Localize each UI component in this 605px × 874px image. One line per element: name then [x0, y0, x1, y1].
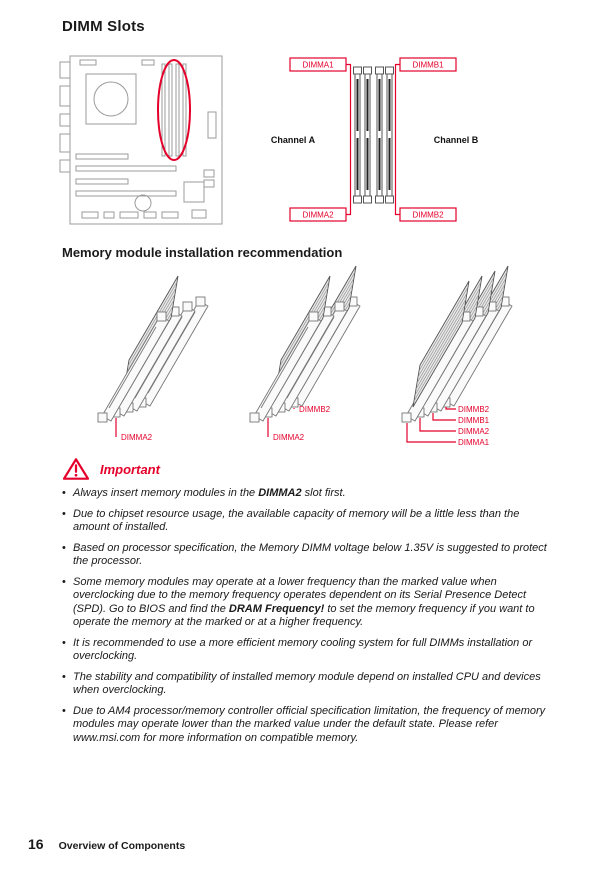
- dimm-slot-a1: [353, 66, 362, 204]
- label-dimma1: DIMMA1: [302, 61, 334, 70]
- bullet-glyph: •: [62, 541, 66, 554]
- section-heading: Memory module installation recommendatio…: [62, 245, 343, 260]
- motherboard-diagram: [59, 55, 223, 225]
- bullet-glyph: •: [62, 704, 66, 717]
- dimm-slots-highlight-ellipse: [157, 59, 191, 161]
- figure-label: DIMMB2: [458, 405, 490, 414]
- bullet-glyph: •: [62, 670, 66, 683]
- dimm-slot-b1: [375, 66, 384, 204]
- label-channel-a: Channel A: [271, 135, 316, 145]
- figure-install-four-modules: DIMMB2 DIMMB1 DIMMA2 DIMMA1: [401, 265, 513, 447]
- dimm-slot-a2: [363, 66, 372, 204]
- note-item: • It is recommended to use a more effici…: [62, 636, 533, 663]
- bullet-glyph: •: [62, 575, 66, 588]
- figure-label: DIMMB2: [299, 405, 331, 414]
- note-item: • The stability and compatibility of ins…: [62, 670, 541, 697]
- page-title: DIMM Slots: [62, 18, 145, 35]
- page-number: 16: [28, 836, 44, 852]
- figure-label: DIMMA1: [458, 438, 490, 447]
- callout-lines: [289, 57, 457, 222]
- label-dimmb2: DIMMB2: [412, 211, 444, 220]
- figure-label: DIMMA2: [458, 427, 490, 436]
- slots-3d: [110, 296, 209, 418]
- note-item: • Due to AM4 processor/memory controller…: [62, 704, 546, 744]
- dimm-slots: [353, 66, 394, 204]
- page-footer: 16 Overview of Components: [28, 836, 185, 852]
- note-item: • Always insert memory modules in the DI…: [62, 487, 346, 499]
- figure-install-one-module: DIMMA2: [97, 275, 209, 442]
- callout-lines: [406, 407, 456, 443]
- note-item: • Some memory modules may operate at a l…: [62, 575, 535, 629]
- label-dimmb1: DIMMB1: [412, 61, 444, 70]
- memory-module: [412, 280, 470, 408]
- figure-install-two-modules: DIMMB2 DIMMA2: [249, 265, 361, 442]
- bullet-glyph: •: [62, 507, 66, 520]
- callout-lines: [267, 408, 295, 437]
- bullet-glyph: •: [62, 487, 66, 499]
- figure-label: DIMMB1: [458, 416, 490, 425]
- bullet-glyph: •: [62, 636, 66, 649]
- note-item: • Based on processor specification, the …: [62, 541, 547, 568]
- slot-front: [249, 311, 322, 423]
- cpu-socket: [85, 73, 137, 125]
- label-channel-b: Channel B: [434, 135, 479, 145]
- dimm-slot-b2: [385, 66, 394, 204]
- figure-label: DIMMA2: [121, 433, 153, 442]
- notes-list: • Always insert memory modules in the DI…: [62, 487, 548, 752]
- footer-section-title: Overview of Components: [58, 840, 186, 852]
- note-item: • Due to chipset resource usage, the ava…: [62, 507, 520, 534]
- important-header: Important: [62, 457, 160, 481]
- slot-front: [97, 311, 170, 423]
- dimm-channel-diagram: DIMMA1 DIMMB1 DIMMA2 DIMMB2 Channel A Ch…: [271, 57, 479, 222]
- warning-icon: [62, 458, 90, 480]
- label-dimma2: DIMMA2: [302, 211, 334, 220]
- figure-label: DIMMA2: [273, 433, 305, 442]
- important-label: Important: [100, 461, 160, 477]
- motherboard-outline: [59, 55, 223, 225]
- slot-empty: [262, 301, 348, 418]
